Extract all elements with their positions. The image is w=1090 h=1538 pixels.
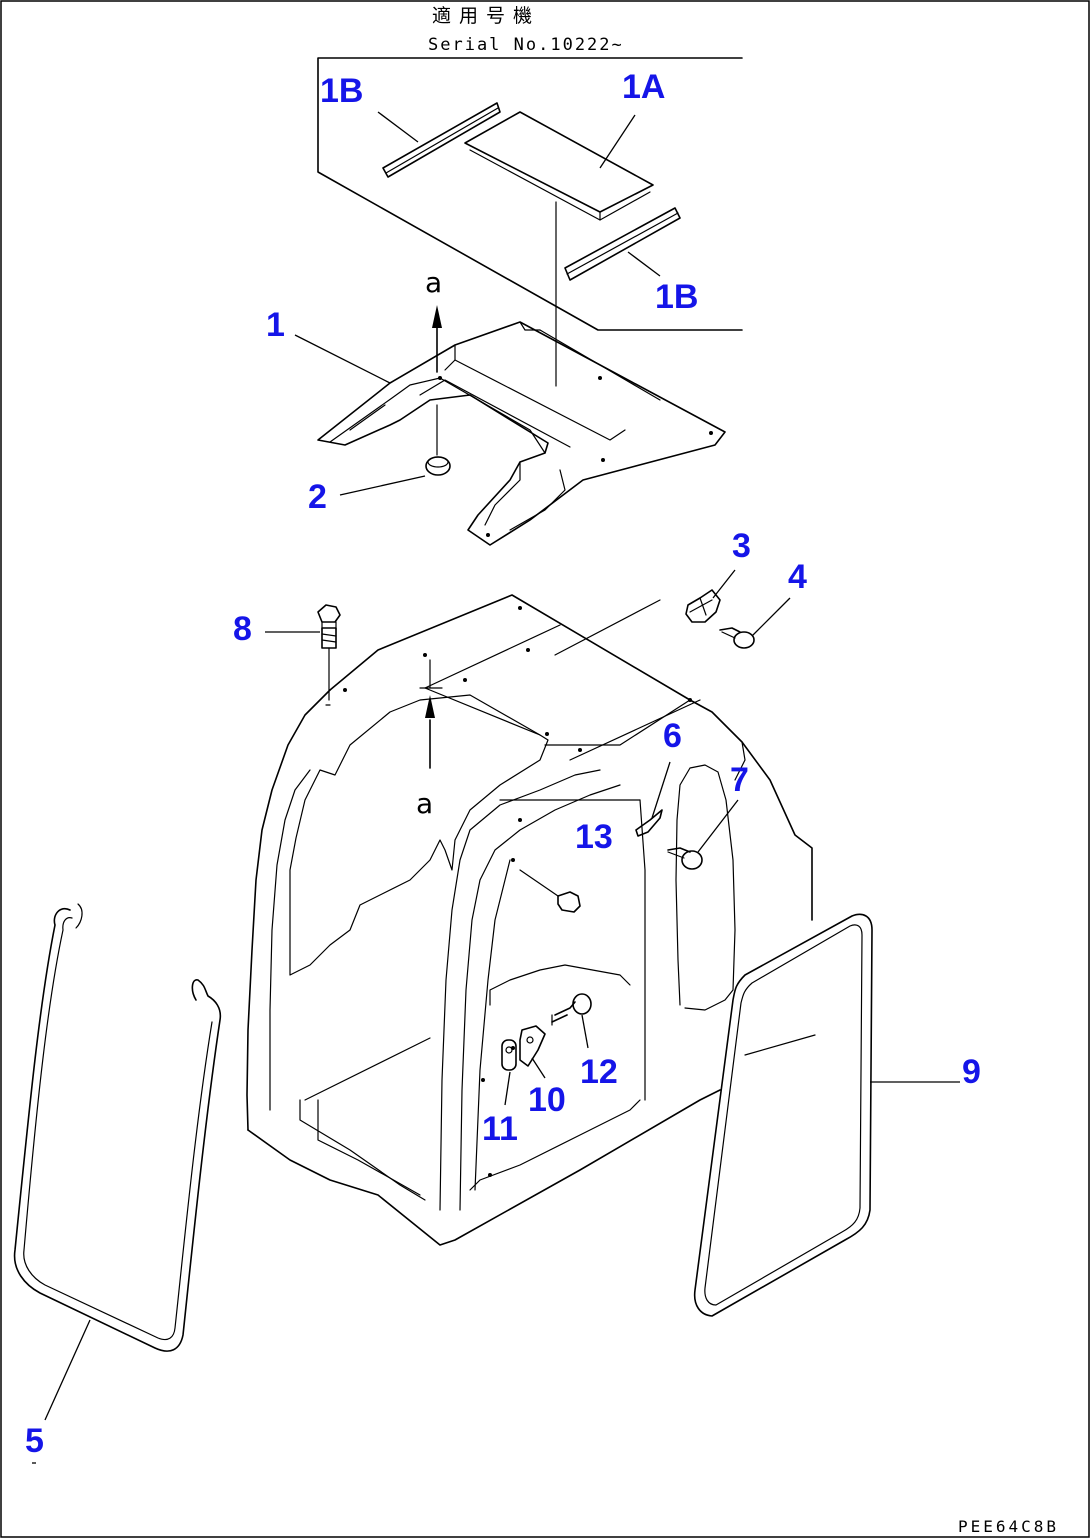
callout-10: 10 <box>528 1081 566 1119</box>
part-4-bolt <box>719 627 755 649</box>
leader-lines <box>32 111 960 1464</box>
callout-4: 4 <box>788 558 807 596</box>
part-1-roof-frame <box>317 321 726 546</box>
drawing-code: PEE64C8B <box>958 1517 1059 1536</box>
callout-1b-top: 1B <box>320 72 363 110</box>
callout-7: 7 <box>730 761 749 799</box>
part-13-cap <box>519 869 581 913</box>
callout-5: 5 <box>25 1422 44 1460</box>
callout-1b-bottom: 1B <box>655 278 698 316</box>
callout-3: 3 <box>732 527 751 565</box>
arrow-label-top: a <box>425 266 442 299</box>
callout-1: 1 <box>266 306 285 344</box>
serial-number-label: Serial No.10222~ <box>428 35 624 55</box>
serial-bracket <box>317 57 743 331</box>
callout-9: 9 <box>962 1053 981 1091</box>
callout-12: 12 <box>580 1053 618 1091</box>
callout-8: 8 <box>233 610 252 648</box>
part-1a-roof-panel <box>464 111 654 221</box>
part-3-bracket <box>685 589 721 623</box>
callout-11: 11 <box>482 1110 518 1148</box>
cab-frame-body <box>246 594 816 1246</box>
part-8-bolt <box>317 604 341 706</box>
part-7-bolt <box>667 847 703 870</box>
view-arrow-bottom <box>419 659 443 769</box>
part-1b-strip-bottom <box>564 207 681 281</box>
part-11-plate <box>501 1039 517 1071</box>
part-2-plug <box>425 456 451 476</box>
part-5-window-seal <box>13 903 222 1352</box>
arrow-label-bottom: a <box>416 787 433 820</box>
part-12-bolt <box>551 993 592 1026</box>
view-arrow-top <box>432 305 442 456</box>
callout-1a: 1A <box>622 68 665 106</box>
callout-6: 6 <box>663 717 682 755</box>
part-9-window-seal <box>693 913 873 1317</box>
callout-2: 2 <box>308 478 327 516</box>
applicable-machine-label: 適用号機 <box>432 5 540 27</box>
part-10-plate <box>519 1025 546 1067</box>
part-1b-strip-top <box>382 102 501 178</box>
part-6-clip <box>635 809 663 837</box>
callout-13: 13 <box>575 818 613 856</box>
